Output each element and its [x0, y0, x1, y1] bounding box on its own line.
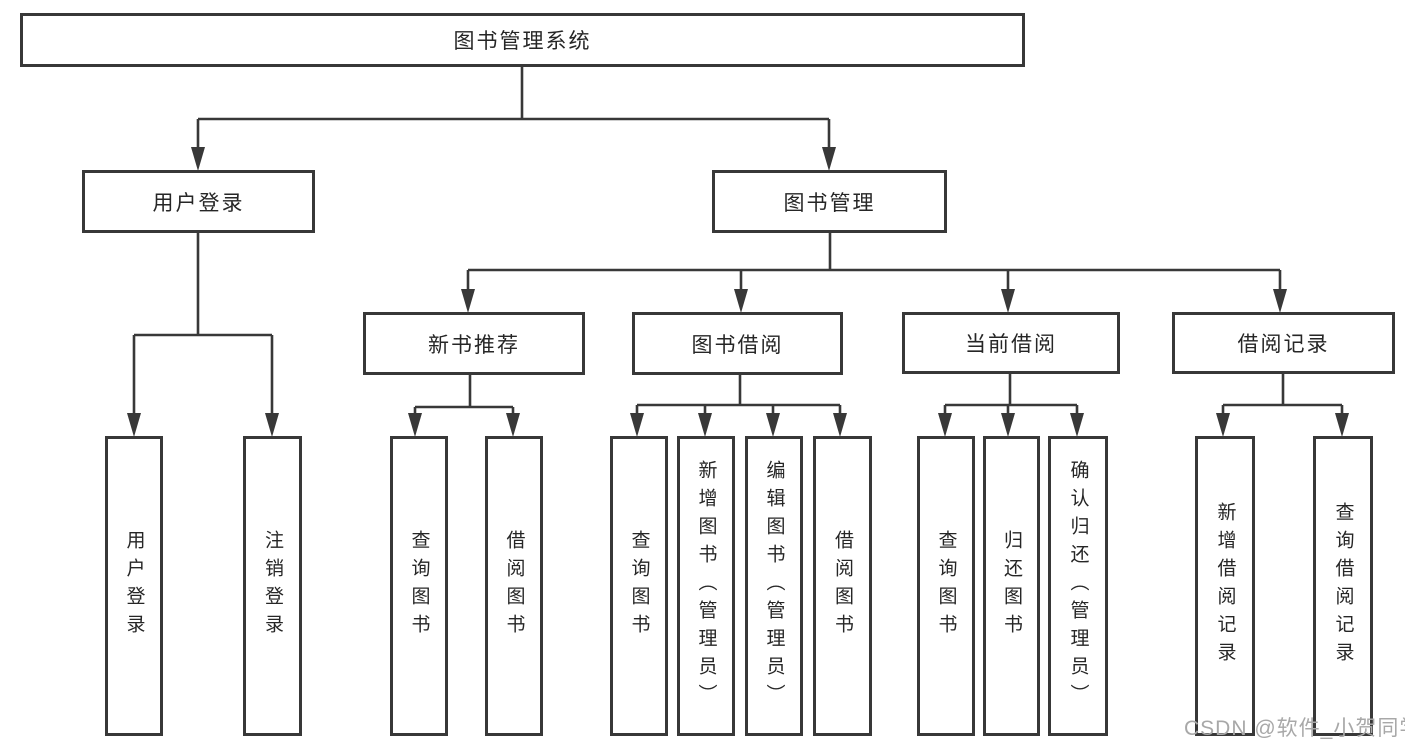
leaf-add-books-admin: 新增图书（管理员） — [677, 436, 735, 736]
leaf-borrow-books-2-label: 借阅图书 — [832, 530, 853, 642]
leaf-edit-books-admin: 编辑图书（管理员） — [745, 436, 803, 736]
node-book-mgmt: 图书管理 — [712, 170, 947, 233]
leaf-logout: 注销登录 — [243, 436, 302, 736]
leaf-borrow-books-1-label: 借阅图书 — [503, 530, 525, 642]
node-user-login: 用户登录 — [82, 170, 315, 233]
node-root-label: 图书管理系统 — [453, 30, 592, 53]
leaf-confirm-return-admin: 确认归还（管理员） — [1048, 436, 1108, 736]
node-current-borrow: 当前借阅 — [902, 312, 1120, 374]
node-new-books: 新书推荐 — [363, 312, 585, 375]
node-book-mgmt-label: 图书管理 — [783, 191, 876, 215]
leaf-confirm-return-admin-label: 确认归还（管理员） — [1067, 460, 1089, 712]
node-root: 图书管理系统 — [20, 13, 1025, 67]
leaf-add-borrow-record-label: 新增借阅记录 — [1214, 502, 1236, 670]
node-new-books-label: 新书推荐 — [428, 333, 520, 357]
node-book-borrow: 图书借阅 — [632, 312, 843, 375]
node-book-borrow-label: 图书借阅 — [691, 333, 784, 357]
leaf-return-books: 归还图书 — [983, 436, 1040, 736]
leaf-query-books-3-label: 查询图书 — [935, 530, 957, 642]
leaf-add-borrow-record: 新增借阅记录 — [1195, 436, 1255, 736]
leaf-query-books-1-label: 查询图书 — [408, 530, 430, 642]
node-borrow-records: 借阅记录 — [1172, 312, 1395, 374]
leaf-query-books-2-label: 查询图书 — [628, 530, 650, 642]
leaf-borrow-books-1: 借阅图书 — [485, 436, 543, 736]
node-borrow-records-label: 借阅记录 — [1237, 333, 1330, 356]
leaf-add-books-admin-label: 新增图书（管理员） — [695, 460, 717, 712]
leaf-edit-books-admin-label: 编辑图书（管理员） — [763, 460, 785, 712]
csdn-watermark: CSDN @软件_小贺同学 — [1184, 717, 1405, 740]
leaf-query-books-2: 查询图书 — [610, 436, 668, 736]
leaf-query-borrow-record-label: 查询借阅记录 — [1332, 502, 1354, 670]
leaf-logout-label: 注销登录 — [262, 530, 283, 642]
node-current-borrow-label: 当前借阅 — [965, 333, 1057, 356]
leaf-query-books-3: 查询图书 — [917, 436, 975, 736]
leaf-query-borrow-record: 查询借阅记录 — [1313, 436, 1373, 736]
leaf-user-login: 用户登录 — [105, 436, 163, 736]
leaf-query-books-1: 查询图书 — [390, 436, 448, 736]
node-user-login-label: 用户登录 — [152, 191, 245, 215]
leaf-borrow-books-2: 借阅图书 — [813, 436, 872, 736]
leaf-user-login-label: 用户登录 — [123, 530, 145, 642]
leaf-return-books-label: 归还图书 — [1001, 530, 1022, 642]
